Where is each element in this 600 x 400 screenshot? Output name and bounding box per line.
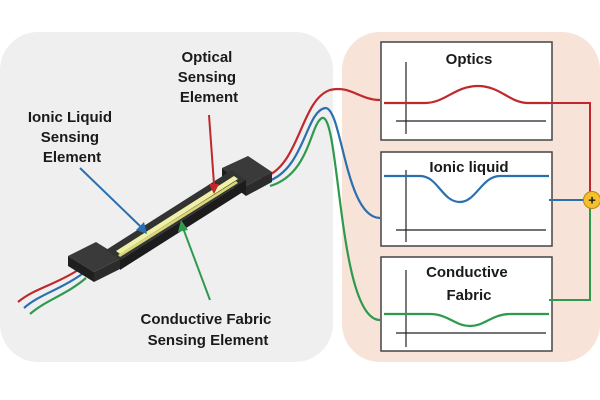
fabric-signal (384, 312, 549, 328)
optical-arrow (208, 114, 215, 185)
right-wires (261, 87, 381, 322)
plot-title-line: Fabric (446, 287, 491, 304)
ionic-label-line: Ionic Liquid (28, 109, 112, 126)
ionic-arrow (79, 167, 141, 227)
summing-node: + (583, 191, 600, 209)
pointer-arrows (79, 114, 219, 301)
plot-title-line: Conductive (426, 264, 508, 281)
optical-label: Optical Sensing Element (178, 49, 241, 106)
sensing-channel (116, 176, 238, 254)
optics-output-wire (549, 102, 591, 192)
optical-label-line: Element (180, 89, 238, 106)
plot-title: Ionic liquid (429, 159, 508, 176)
sum-symbol: + (588, 193, 596, 208)
red-wire (261, 87, 381, 180)
optics-signal (384, 84, 549, 105)
fabric-output-wire (549, 208, 591, 301)
left-wire-tails (17, 269, 87, 315)
plot-title-line: Ionic liquid (429, 159, 508, 176)
plot-fabric: Conductive Fabric (380, 256, 553, 352)
fabric-label: Conductive Fabric Sensing Element (140, 311, 275, 349)
plot-title: Conductive Fabric (426, 264, 512, 304)
plot-title-line: Optics (446, 51, 493, 68)
plot-frame (380, 41, 553, 141)
plot-frame (380, 256, 553, 352)
optical-label-line: Sensing (178, 69, 236, 86)
ionic-label: Ionic Liquid Sensing Element (28, 109, 116, 166)
sum-wires (549, 102, 591, 301)
plot-title: Optics (446, 51, 493, 68)
ionic-signal (384, 174, 549, 204)
fabric-label-line: Conductive Fabric (140, 311, 271, 328)
fabric-label-line: Sensing Element (148, 332, 269, 349)
ionic-label-line: Sensing (41, 129, 99, 146)
green-wire (269, 116, 381, 322)
plot-optics: Optics (380, 41, 553, 141)
blue-wire (265, 106, 381, 220)
plot-ionic: Ionic liquid (380, 151, 553, 247)
optical-label-line: Optical (181, 49, 232, 66)
fabric-arrow (182, 227, 211, 301)
ionic-label-line: Element (43, 149, 101, 166)
